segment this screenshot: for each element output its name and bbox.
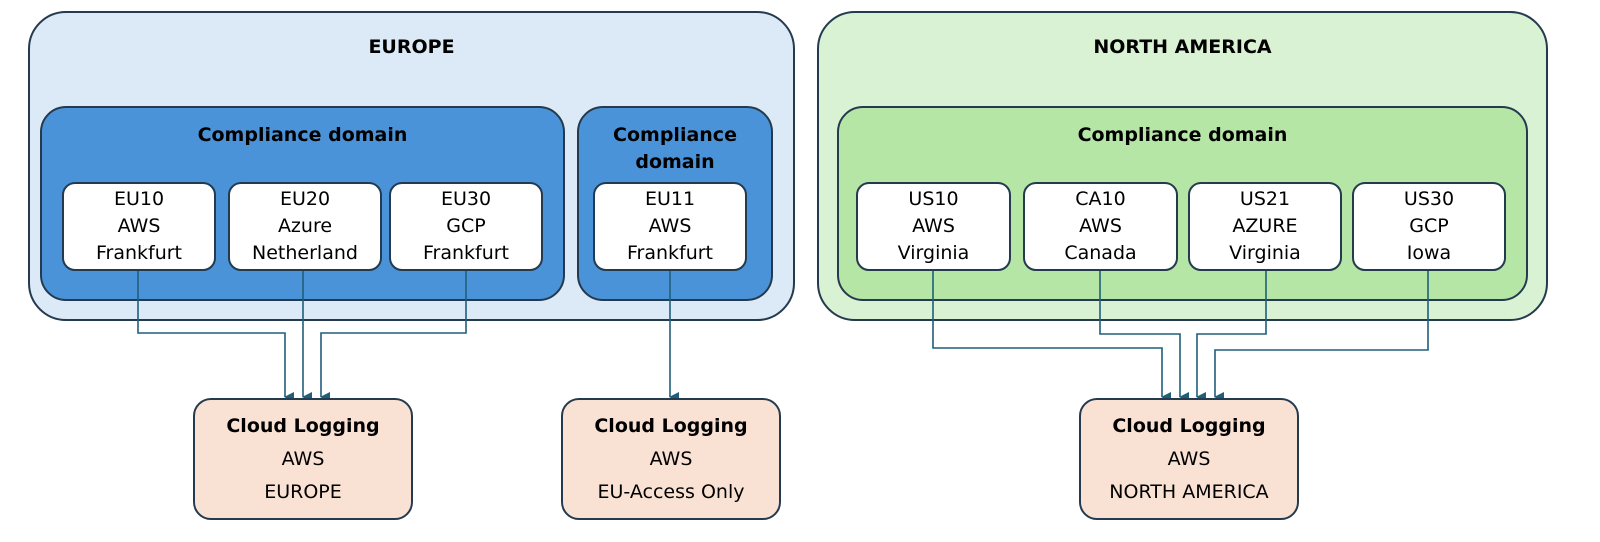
cloud-logging-provider: AWS	[281, 448, 325, 470]
connector-eu30	[320, 271, 467, 402]
datacenter-ca10: CA10 AWS Canada	[1023, 182, 1178, 271]
datacenter-provider: GCP	[446, 215, 486, 237]
datacenter-id: EU20	[279, 188, 331, 210]
datacenter-eu30: EU30 GCP Frankfurt	[389, 182, 543, 271]
datacenter-location: Iowa	[1406, 242, 1452, 264]
datacenter-eu11: EU11 AWS Frankfurt	[593, 182, 747, 271]
datacenter-provider: AWS	[648, 215, 692, 237]
region-title-north-america: NORTH AMERICA	[1093, 36, 1272, 58]
compliance-domain-title: Compliance domain	[197, 124, 408, 146]
cloud-logging-provider: AWS	[649, 448, 693, 470]
datacenter-id: EU11	[644, 188, 696, 210]
datacenter-location: Canada	[1064, 242, 1137, 264]
datacenter-id: US21	[1239, 188, 1291, 210]
datacenter-us10: US10 AWS Virginia	[856, 182, 1011, 271]
cloud-logging-scope: EU-Access Only	[597, 481, 745, 503]
cloud-logging-europe: Cloud Logging AWS EUROPE	[193, 398, 413, 520]
datacenter-eu20: EU20 Azure Netherland	[228, 182, 382, 271]
datacenter-us21: US21 AZURE Virginia	[1188, 182, 1342, 271]
connector-us30	[1214, 271, 1429, 402]
connector-us10	[932, 271, 1171, 402]
datacenter-id: EU30	[440, 188, 492, 210]
datacenter-id: CA10	[1075, 188, 1126, 210]
region-title-europe: EUROPE	[368, 36, 455, 58]
datacenter-provider: AWS	[1079, 215, 1122, 237]
datacenter-id: EU10	[113, 188, 165, 210]
datacenter-provider: AWS	[912, 215, 955, 237]
datacenter-location: Frankfurt	[626, 242, 714, 264]
datacenter-location: Virginia	[897, 242, 970, 264]
datacenter-location: Netherland	[252, 242, 358, 264]
datacenter-us30: US30 GCP Iowa	[1352, 182, 1506, 271]
cloud-logging-north-america: Cloud Logging AWS NORTH AMERICA	[1079, 398, 1299, 520]
datacenter-eu10: EU10 AWS Frankfurt	[62, 182, 216, 271]
cloud-logging-title: Cloud Logging	[594, 415, 748, 437]
cloud-logging-eu-access: Cloud Logging AWS EU-Access Only	[561, 398, 781, 520]
cloud-logging-scope: EUROPE	[264, 481, 342, 503]
cloud-logging-title: Cloud Logging	[226, 415, 380, 437]
datacenter-location: Virginia	[1229, 242, 1301, 264]
datacenter-location: Frankfurt	[95, 242, 183, 264]
datacenter-provider: AWS	[117, 215, 161, 237]
cloud-logging-title: Cloud Logging	[1112, 415, 1266, 437]
compliance-domain-title: Compliance domain	[1077, 124, 1288, 146]
datacenter-location: Frankfurt	[422, 242, 510, 264]
datacenter-id: US30	[1403, 188, 1455, 210]
connector-ca10	[1099, 271, 1189, 402]
connector-eu10	[137, 271, 294, 402]
connector-us21	[1196, 271, 1267, 402]
datacenter-provider: Azure	[277, 215, 333, 237]
cloud-logging-scope: NORTH AMERICA	[1109, 481, 1269, 503]
cloud-logging-provider: AWS	[1167, 448, 1211, 470]
datacenter-id: US10	[908, 188, 959, 210]
compliance-domain-title: Compliance domain	[613, 124, 737, 173]
datacenter-provider: AZURE	[1232, 215, 1298, 237]
datacenter-provider: GCP	[1409, 215, 1449, 237]
